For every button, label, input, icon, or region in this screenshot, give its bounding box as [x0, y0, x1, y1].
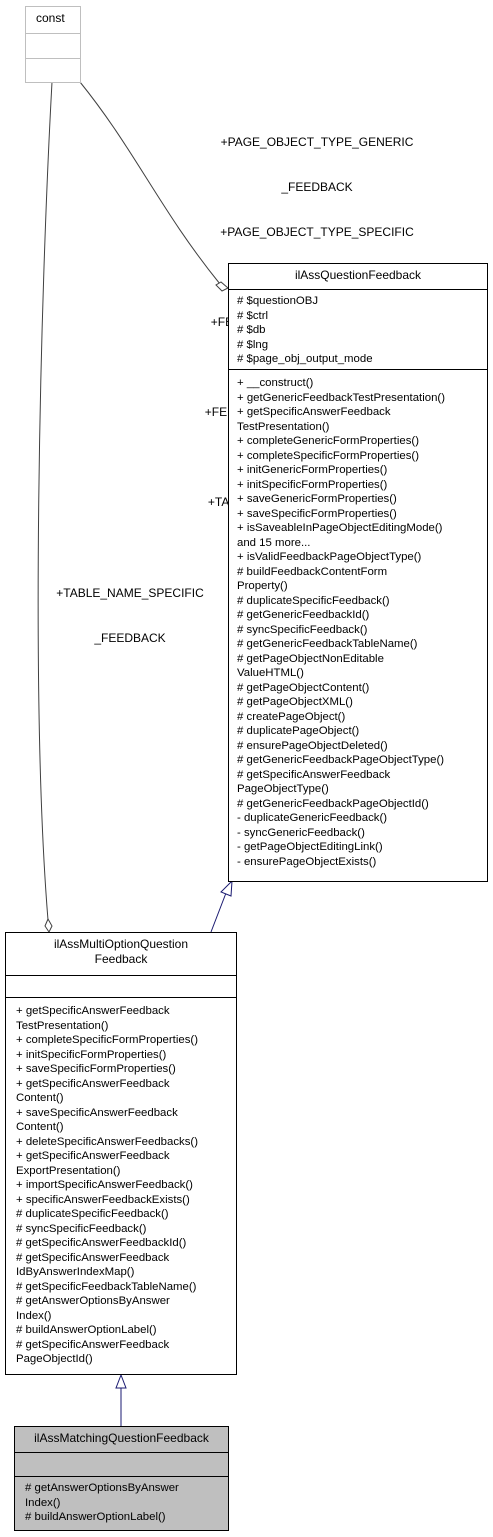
method-item: + initSpecificFormProperties()	[16, 1048, 167, 1061]
method-item: # getPageObjectNonEditable	[237, 652, 384, 665]
class-name-multi-option-line1: ilAssMultiOptionQuestion	[53, 937, 189, 951]
attribute-item: # $db	[237, 324, 266, 336]
method-item: + isSaveableInPageObjectEditingMode()	[237, 522, 443, 534]
method-item: # duplicatePageObject()	[237, 725, 360, 737]
class-box-multi-option-feedback[interactable]: ilAssMultiOptionQuestion Feedback + getS…	[5, 932, 237, 1375]
method-item: # getGenericFeedbackId()	[237, 609, 370, 621]
method-item: ValueHTML()	[237, 667, 304, 679]
method-item: + saveSpecificFormProperties()	[237, 507, 397, 520]
method-item: # getSpecificAnswerFeedbackId()	[16, 1237, 187, 1249]
method-item: # getGenericFeedbackTableName()	[237, 638, 418, 650]
method-item: ExportPresentation()	[16, 1164, 121, 1177]
method-item: # getPageObjectContent()	[237, 681, 370, 694]
method-item: + getSpecificAnswerFeedback	[16, 1005, 170, 1017]
method-item: # ensurePageObjectDeleted()	[237, 739, 388, 752]
method-item: + getGenericFeedbackTestPresentation()	[237, 391, 445, 404]
class-name-question-feedback: ilAssQuestionFeedback	[294, 268, 422, 282]
inheritance-arrow-base	[220, 879, 233, 897]
method-item: TestPresentation()	[237, 420, 330, 433]
question-feedback-attributes: # $questionOBJ # $ctrl # $db # $lng # $p…	[229, 290, 487, 370]
multi-option-methods: + getSpecificAnswerFeedback TestPresenta…	[6, 998, 236, 1367]
usage-edge-generic-constants	[79, 81, 221, 285]
method-item: # getGenericFeedbackPageObjectId()	[237, 797, 429, 810]
method-item: IdByAnswerIndexMap()	[16, 1266, 135, 1278]
method-item: + saveGenericFormProperties()	[237, 493, 397, 505]
method-item: + getSpecificAnswerFeedback	[237, 406, 391, 418]
const-methods-section	[26, 59, 80, 82]
method-item: TestPresentation()	[16, 1019, 109, 1032]
method-item: # getSpecificFeedbackTableName()	[16, 1280, 197, 1293]
method-item: Property()	[237, 580, 288, 592]
usage-edge-specific-constants	[37, 81, 53, 921]
attribute-item: # $page_obj_output_mode	[237, 353, 373, 365]
method-item: PageObjectType()	[237, 783, 329, 795]
method-item: + initGenericFormProperties()	[237, 464, 388, 476]
method-item: # buildFeedbackContentForm	[237, 565, 388, 578]
more-methods-note: and 15 more...	[237, 536, 311, 549]
method-item: - ensurePageObjectExists()	[237, 855, 377, 868]
method-item: Content()	[16, 1092, 64, 1104]
class-box-question-feedback[interactable]: ilAssQuestionFeedback # $questionOBJ # $…	[228, 263, 488, 882]
aggregation-diamond-multi-option	[44, 917, 53, 933]
method-item: # getPageObjectXML()	[237, 696, 353, 708]
aggregation-diamond-question-feedback	[215, 281, 229, 292]
method-item: + completeSpecificFormProperties()	[16, 1034, 198, 1046]
method-item: + saveSpecificAnswerFeedback	[16, 1106, 178, 1119]
method-item: # buildAnswerOptionLabel()	[16, 1324, 157, 1336]
edge-label-specific-constants: +TABLE_NAME_SPECIFIC _FEEDBACK	[56, 586, 204, 645]
method-item: + getSpecificAnswerFeedback	[16, 1150, 170, 1162]
method-item: + saveSpecificFormProperties()	[16, 1063, 176, 1075]
method-item: - syncGenericFeedback()	[237, 826, 365, 839]
method-item: # createPageObject()	[237, 710, 346, 723]
method-item: # syncSpecificFeedback()	[16, 1222, 147, 1235]
method-item: # duplicateSpecificFeedback()	[16, 1208, 169, 1220]
attribute-item: # $ctrl	[237, 309, 269, 322]
class-name-multi-option-line2: Feedback	[94, 952, 148, 966]
method-item: # syncSpecificFeedback()	[237, 623, 368, 636]
method-item: Index()	[16, 1309, 52, 1322]
method-item: - getPageObjectEditingLink()	[237, 841, 383, 853]
method-item: # getGenericFeedbackPageObjectType()	[237, 754, 445, 766]
method-item: # buildAnswerOptionLabel()	[25, 1511, 166, 1523]
method-item: # getSpecificAnswerFeedback	[16, 1338, 170, 1351]
method-item: + deleteSpecificAnswerFeedbacks()	[16, 1135, 199, 1148]
method-item: + completeSpecificFormProperties()	[237, 449, 419, 462]
const-attributes-section	[26, 34, 80, 59]
class-name-matching: ilAssMatchingQuestionFeedback	[34, 1431, 209, 1445]
class-box-const[interactable]: const	[25, 6, 81, 83]
attribute-item: # $lng	[237, 338, 269, 351]
attribute-item: # $questionOBJ	[237, 295, 319, 307]
method-item: # getAnswerOptionsByAnswer	[25, 1482, 179, 1494]
method-item: # getSpecificAnswerFeedback	[16, 1251, 170, 1264]
question-feedback-methods: + __construct() + getGenericFeedbackTest…	[229, 370, 487, 869]
method-item: + initSpecificFormProperties()	[237, 478, 388, 491]
method-item: # getAnswerOptionsByAnswer	[16, 1295, 170, 1307]
inheritance-edge-multi-to-base	[210, 892, 227, 933]
inheritance-arrow-multi	[115, 1373, 127, 1389]
method-item: + importSpecificAnswerFeedback()	[16, 1179, 193, 1191]
matching-attributes	[15, 1453, 228, 1477]
multi-option-attributes	[6, 976, 236, 998]
method-item: + getSpecificAnswerFeedback	[16, 1077, 170, 1090]
method-item: + completeGenericFormProperties()	[237, 435, 419, 447]
method-item: Index()	[25, 1496, 61, 1509]
method-item: + isValidFeedbackPageObjectType()	[237, 551, 422, 563]
method-item: + specificAnswerFeedbackExists()	[16, 1193, 190, 1206]
class-name-const: const	[36, 11, 65, 25]
matching-methods: # getAnswerOptionsByAnswer Index() # bui…	[15, 1477, 228, 1525]
method-item: + __construct()	[237, 377, 314, 389]
method-item: # duplicateSpecificFeedback()	[237, 594, 390, 607]
class-box-matching-feedback[interactable]: ilAssMatchingQuestionFeedback # getAnswe…	[14, 1426, 229, 1531]
method-item: Content()	[16, 1121, 64, 1133]
method-item: # getSpecificAnswerFeedback	[237, 768, 391, 781]
method-item: PageObjectId()	[16, 1353, 93, 1365]
method-item: - duplicateGenericFeedback()	[237, 812, 388, 824]
